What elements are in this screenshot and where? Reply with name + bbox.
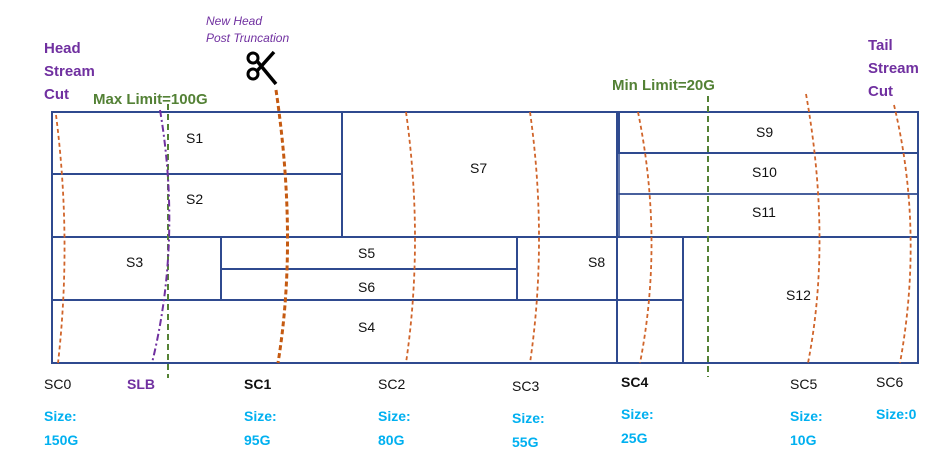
stream-cut-sc3 [529, 111, 540, 364]
new-head-label: New Head Post Truncation [206, 14, 289, 45]
svg-text:Size:: Size: [44, 408, 77, 424]
size-sc2: Size: 80G [378, 408, 411, 448]
svg-text:Size:: Size: [512, 410, 545, 426]
svg-text:Size:: Size: [378, 408, 411, 424]
svg-text:Cut: Cut [868, 83, 893, 100]
sc1-label: SC1 [244, 376, 271, 392]
svg-text:95G: 95G [244, 432, 271, 448]
segment-s8-label: S8 [588, 254, 605, 270]
svg-text:Cut: Cut [44, 86, 69, 103]
sc3-label: SC3 [512, 378, 539, 394]
stream-cut-sc5 [805, 93, 821, 364]
min-limit-label: Min Limit=20G [612, 77, 715, 94]
stream-cut-sc0 [55, 114, 66, 364]
svg-text:Size:: Size: [244, 408, 277, 424]
size-sc0: Size: 150G [44, 408, 78, 448]
size-sc6: Size:0 [876, 406, 917, 422]
svg-text:Stream: Stream [868, 60, 919, 77]
sc2-label: SC2 [378, 376, 405, 392]
segment-s1-label: S1 [186, 130, 203, 146]
max-limit-label: Max Limit=100G [93, 91, 208, 108]
svg-text:150G: 150G [44, 432, 78, 448]
size-sc4: Size: 25G [621, 406, 654, 446]
slb-label: SLB [127, 376, 155, 392]
svg-text:Head: Head [44, 40, 81, 57]
svg-text:Tail: Tail [868, 37, 893, 54]
segment-s9-label: S9 [756, 124, 773, 140]
sc4-label: SC4 [621, 374, 648, 390]
segment-s11-label: S11 [752, 204, 776, 220]
svg-text:Size:: Size: [621, 406, 654, 422]
svg-text:10G: 10G [790, 432, 817, 448]
size-sc5: Size: 10G [790, 408, 823, 448]
sc6-label: SC6 [876, 374, 903, 390]
sc0-label: SC0 [44, 376, 71, 392]
svg-text:80G: 80G [378, 432, 405, 448]
tail-stream-cut-label: Tail Stream Cut [868, 37, 919, 100]
svg-text:Size:: Size: [790, 408, 823, 424]
segment-s12-label: S12 [786, 287, 811, 303]
svg-text:New Head: New Head [206, 14, 262, 28]
svg-text:Stream: Stream [44, 63, 95, 80]
stream-cut-sc4 [637, 111, 653, 364]
scissors-icon [246, 50, 278, 86]
segment-s3-label: S3 [126, 254, 143, 270]
segment-s2-label: S2 [186, 191, 203, 207]
size-sc1: Size: 95G [244, 408, 277, 448]
size-sc3: Size: 55G [512, 410, 545, 450]
segment-grid [51, 111, 919, 364]
sc5-label: SC5 [790, 376, 817, 392]
segment-s7-label: S7 [470, 160, 487, 176]
svg-text:Post Truncation: Post Truncation [206, 31, 289, 45]
head-stream-cut-label: Head Stream Cut [44, 40, 95, 103]
segment-s6-label: S6 [358, 279, 375, 295]
stream-cut-slb [151, 109, 171, 364]
segment-s5-label: S5 [358, 245, 375, 261]
stream-cut-sc6 [893, 104, 912, 364]
segment-s4-label: S4 [358, 319, 375, 335]
stream-cut-sc1 [274, 89, 290, 364]
svg-text:55G: 55G [512, 434, 539, 450]
svg-text:25G: 25G [621, 430, 648, 446]
segment-s10-label: S10 [752, 164, 777, 180]
stream-cut-sc2 [405, 111, 416, 364]
